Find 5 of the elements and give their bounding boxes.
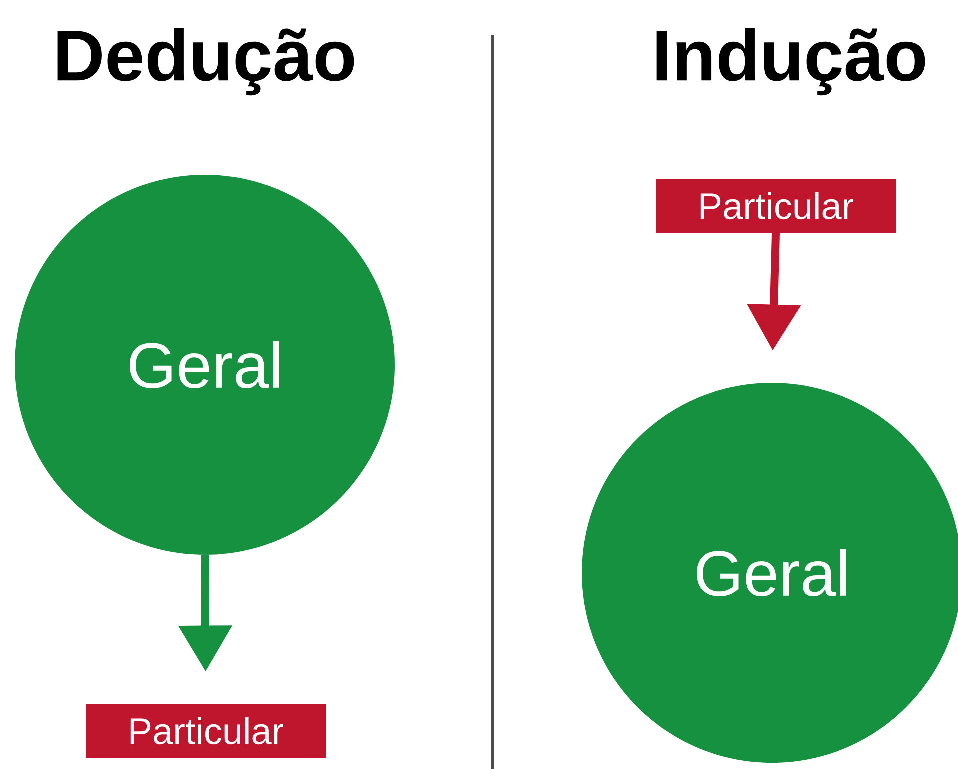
heading: Dedução <box>58 28 354 96</box>
label-box: Particular <box>656 179 896 233</box>
circle-node: Geral <box>15 175 395 555</box>
heading: Indução <box>656 28 926 96</box>
label-box: Particular <box>86 704 326 758</box>
